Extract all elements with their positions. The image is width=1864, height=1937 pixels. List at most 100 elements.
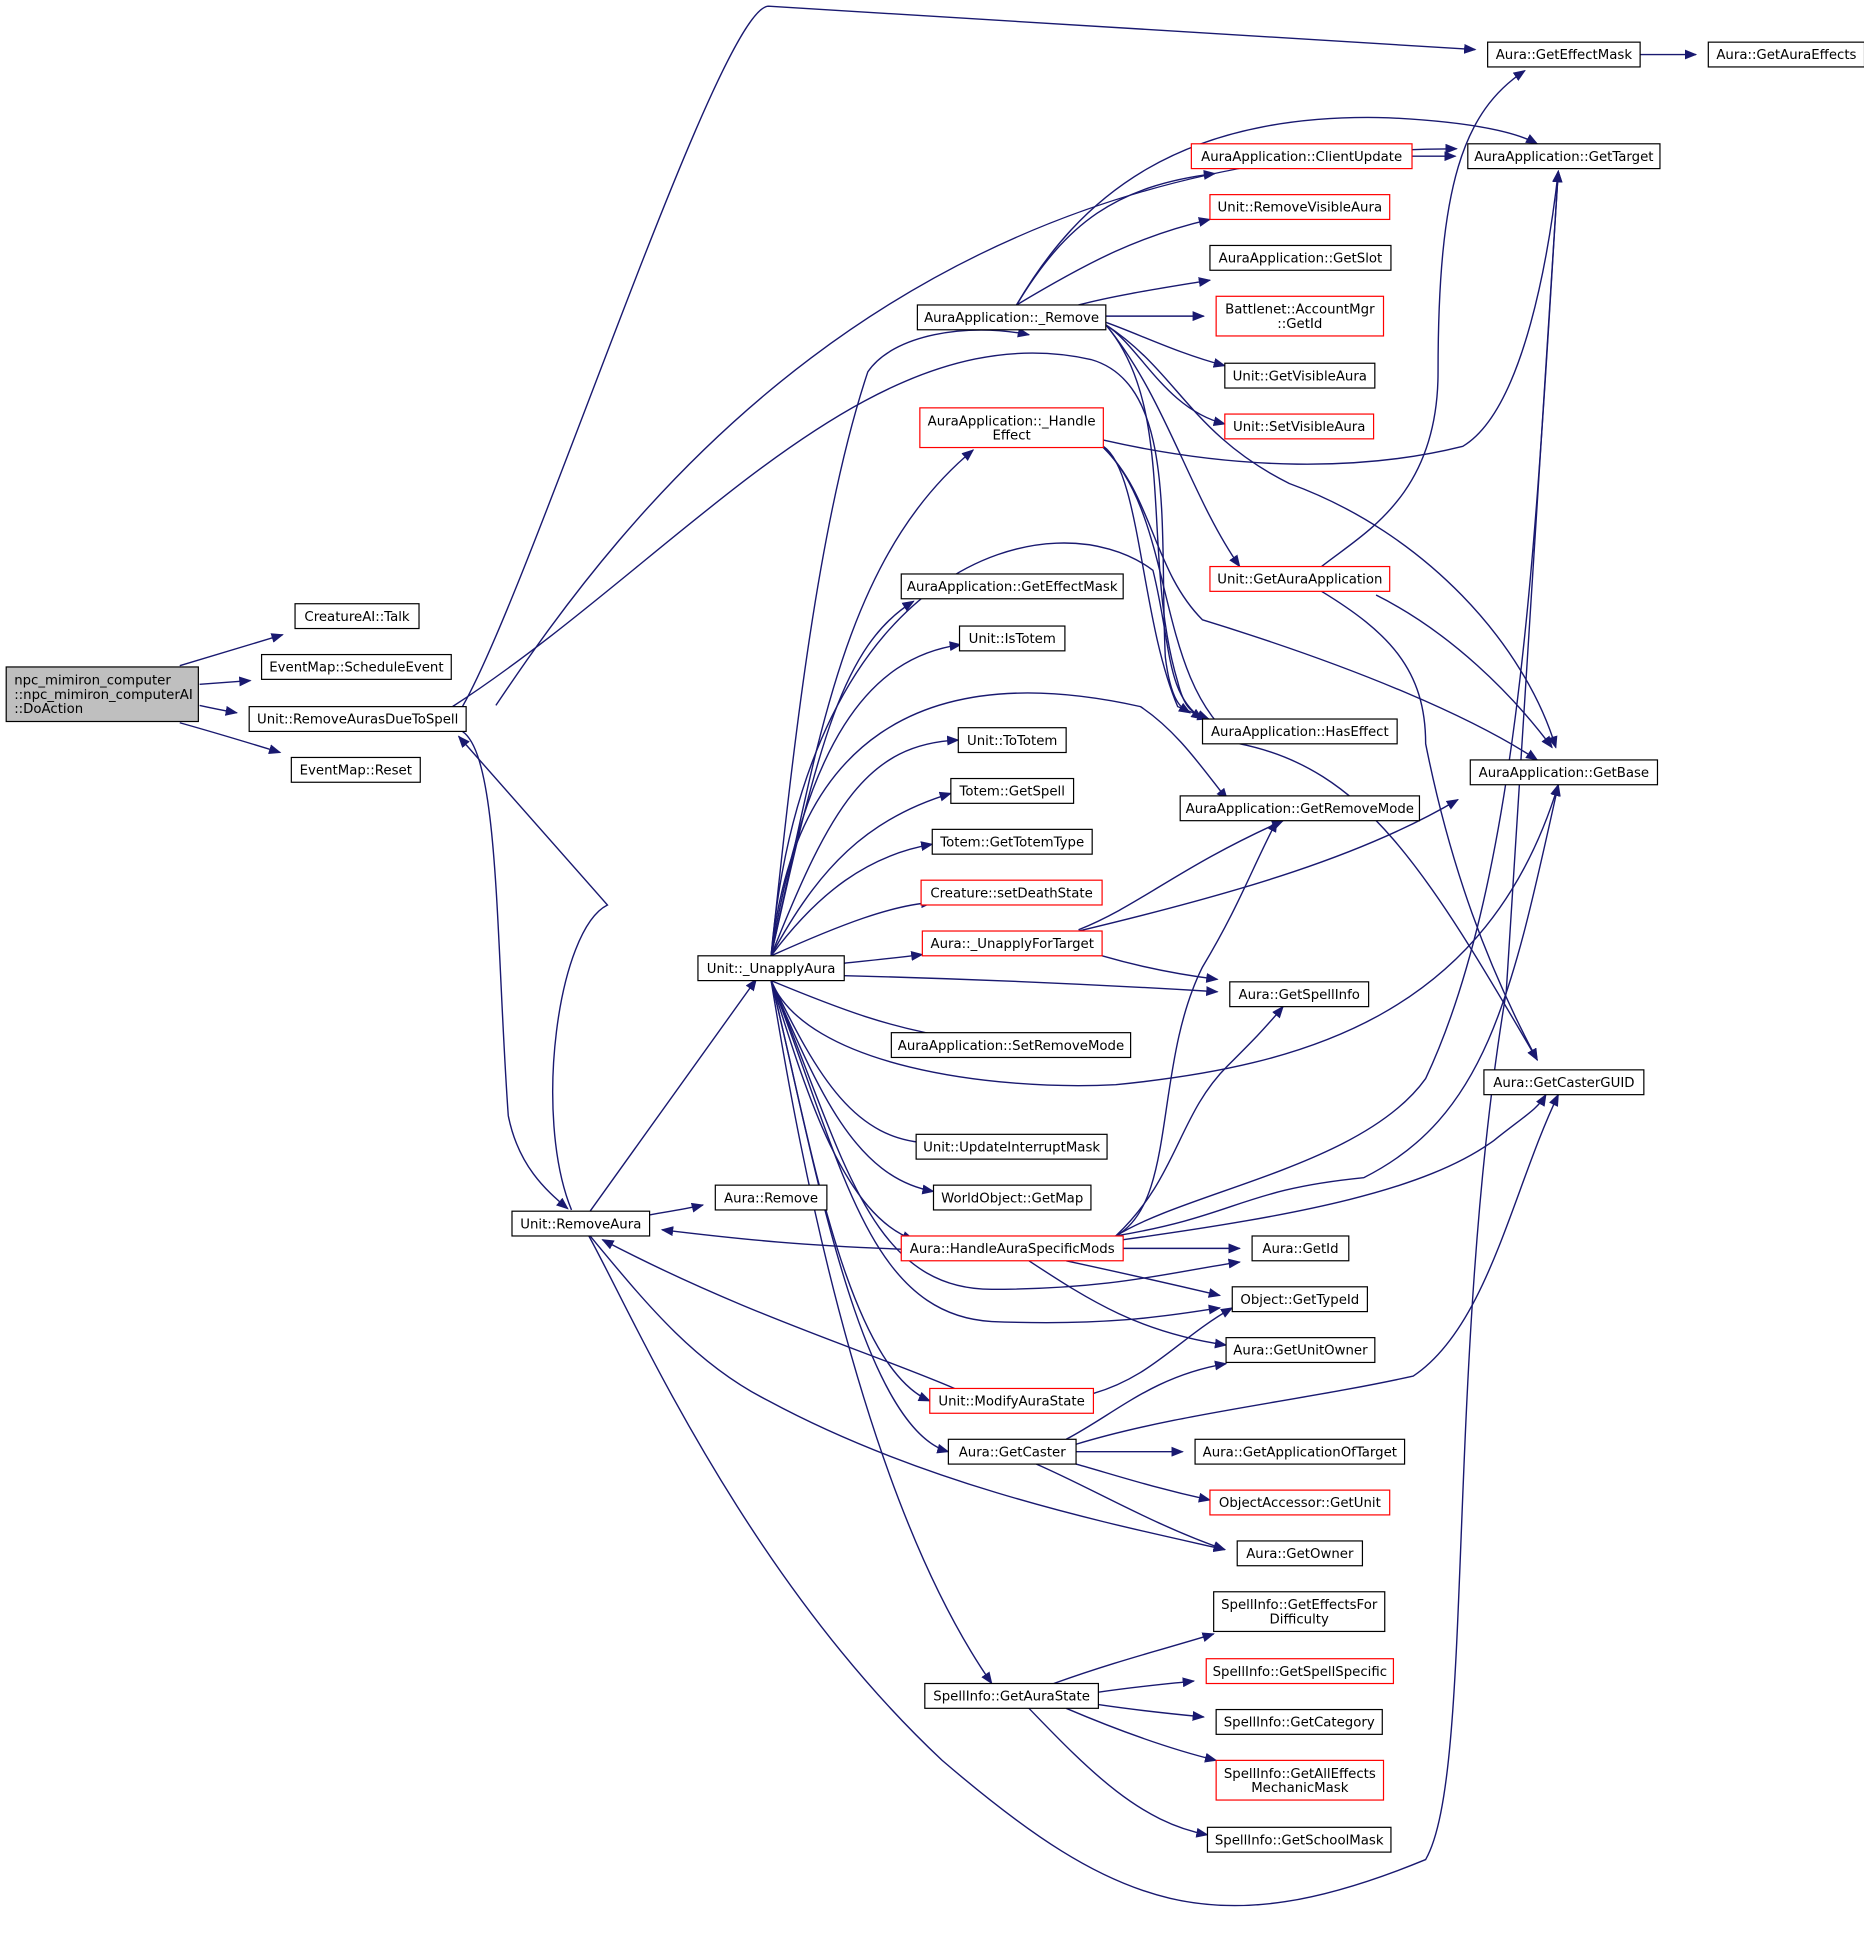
function-node-auragetid[interactable]: Aura::GetId — [1251, 1235, 1350, 1262]
call-edge-unapply-to-aa_haseff — [771, 543, 1204, 956]
function-node-getmap[interactable]: WorldObject::GetMap — [932, 1184, 1092, 1211]
call-edge-aa_remove-to-aa_base — [1106, 325, 1558, 749]
node-box — [890, 1032, 1132, 1059]
node-box — [1215, 295, 1385, 337]
call-edge-unapply-to-istotem — [771, 641, 962, 956]
function-node-tototem[interactable]: Unit::ToTotem — [957, 727, 1067, 754]
node-box — [5, 666, 199, 723]
node-box — [1483, 1069, 1645, 1096]
node-label: Aura::_UnapplyForTarget — [931, 937, 1094, 952]
function-node-getcaster[interactable]: Aura::GetCaster — [947, 1438, 1077, 1465]
function-node-castguid[interactable]: Aura::GetCasterGUID — [1483, 1069, 1645, 1096]
function-node-getappof[interactable]: Aura::GetApplicationOfTarget — [1194, 1438, 1406, 1465]
function-node-aa_setrm[interactable]: AuraApplication::SetRemoveMode — [890, 1032, 1132, 1059]
function-node-aa_gem[interactable]: AuraApplication::GetEffectMask — [900, 573, 1124, 600]
function-node-istotem[interactable]: Unit::IsTotem — [958, 625, 1066, 652]
function-node-setvis[interactable]: Unit::SetVisibleAura — [1224, 413, 1375, 440]
node-box — [1467, 143, 1661, 170]
function-node-getunitowner[interactable]: Aura::GetUnitOwner — [1225, 1337, 1376, 1364]
call-edge-hasm-to-aa_getrm — [1116, 819, 1277, 1236]
function-node-aa_clientupd[interactable]: AuraApplication::ClientUpdate — [1190, 143, 1413, 170]
call-edge-aa_remove-to-aa_clientupd — [1017, 170, 1217, 305]
function-node-modstate[interactable]: Unit::ModifyAuraState — [929, 1387, 1095, 1414]
call-edge-hasm-to-castguid — [1123, 1093, 1546, 1240]
function-node-unapply[interactable]: Unit::_UnapplyAura — [697, 955, 845, 982]
function-node-getspellspec[interactable]: SpellInfo::GetSpellSpecific — [1205, 1658, 1395, 1685]
call-edge-aa_remove-to-getauraapp — [1106, 325, 1241, 568]
function-node-aa_getrm[interactable]: AuraApplication::GetRemoveMode — [1179, 795, 1421, 822]
function-node-getschool[interactable]: SpellInfo::GetSchoolMask — [1206, 1826, 1392, 1853]
function-node-remvis[interactable]: Unit::RemoveVisibleAura — [1209, 194, 1391, 221]
node-label: Unit::ModifyAuraState — [938, 1395, 1084, 1410]
node-box — [920, 879, 1103, 906]
node-label: Aura::GetEffectMask — [1496, 48, 1633, 63]
function-node-hasm[interactable]: Aura::HandleAuraSpecificMods — [900, 1235, 1124, 1262]
function-node-auraremove[interactable]: Aura::Remove — [714, 1184, 828, 1211]
function-node-totem_spell[interactable]: Totem::GetSpell — [950, 777, 1075, 804]
call-edge-remaura-to-rads — [457, 735, 608, 1210]
node-box — [1201, 718, 1398, 745]
function-node-getaurastate[interactable]: SpellInfo::GetAuraState — [924, 1682, 1099, 1709]
node-box — [1469, 759, 1659, 786]
function-node-sched[interactable]: EventMap::ScheduleEvent — [260, 653, 452, 680]
node-label: AuraApplication::GetRemoveMode — [1186, 802, 1414, 817]
node-label: ::npc_mimiron_computerAI — [14, 688, 193, 703]
node-box — [1213, 1591, 1386, 1633]
call-edge-hasm-to-aa_target — [1116, 169, 1563, 1236]
function-node-root[interactable]: npc_mimiron_computer::npc_mimiron_comput… — [5, 666, 199, 723]
function-node-updint[interactable]: Unit::UpdateInterruptMask — [915, 1133, 1108, 1160]
function-node-aa_haseff[interactable]: AuraApplication::HasEffect — [1201, 718, 1398, 745]
call-edge-aa_remove-to-aa_slot — [1079, 277, 1212, 305]
function-node-aa_target[interactable]: AuraApplication::GetTarget — [1467, 143, 1661, 170]
node-label: CreatureAI::Talk — [304, 610, 410, 625]
function-node-setdeath[interactable]: Creature::setDeathState — [920, 879, 1103, 906]
function-node-totem_type[interactable]: Totem::GetTotemType — [931, 828, 1093, 855]
call-edge-getaurastate-to-getcategory — [1098, 1705, 1205, 1721]
node-label: AuraApplication::HasEffect — [1211, 725, 1389, 740]
node-label: AuraApplication::GetSlot — [1219, 252, 1383, 267]
node-box — [900, 573, 1124, 600]
node-label: Unit::SetVisibleAura — [1233, 420, 1365, 435]
function-node-reset[interactable]: EventMap::Reset — [290, 756, 421, 783]
function-node-gettypeid[interactable]: Object::GetTypeId — [1231, 1286, 1368, 1313]
function-node-getvis[interactable]: Unit::GetVisibleAura — [1224, 362, 1376, 389]
function-node-remaura[interactable]: Unit::RemoveAura — [511, 1210, 651, 1237]
function-node-getowner[interactable]: Aura::GetOwner — [1236, 1540, 1364, 1567]
function-node-getspellinfo[interactable]: Aura::GetSpellInfo — [1229, 981, 1370, 1008]
call-edge-unapply-to-unapplyfor — [844, 951, 924, 964]
function-node-aa_remove[interactable]: AuraApplication::_Remove — [916, 304, 1107, 331]
node-label: Creature::setDeathState — [930, 886, 1092, 901]
call-edges — [180, 6, 1698, 1905]
call-edge-aa_remove-to-getvis — [1106, 322, 1227, 368]
function-node-getcategory[interactable]: SpellInfo::GetCategory — [1215, 1708, 1383, 1735]
function-node-rads[interactable]: Unit::RemoveAurasDueToSpell — [248, 706, 467, 733]
call-edge-hasm-to-remaura — [660, 1226, 914, 1250]
node-box — [248, 706, 467, 733]
function-node-getauraapp[interactable]: Unit::GetAuraApplication — [1209, 565, 1391, 592]
call-edge-unapply-to-aa_base — [771, 783, 1560, 1086]
node-label: AuraApplication::_Handle — [928, 414, 1096, 429]
node-box — [915, 1133, 1108, 1160]
function-node-unapplyfor[interactable]: Aura::_UnapplyForTarget — [921, 930, 1103, 957]
node-box — [1707, 41, 1864, 68]
call-edge-remaura-to-auraremove — [650, 1202, 705, 1215]
function-node-oa_getunit[interactable]: ObjectAccessor::GetUnit — [1209, 1489, 1391, 1516]
call-edge-hasm-to-gettypeid — [1066, 1261, 1222, 1298]
function-node-aura_gem[interactable]: Aura::GetEffectMask — [1487, 41, 1641, 68]
node-label: Unit::GetAuraApplication — [1217, 573, 1382, 588]
node-label: MechanicMask — [1251, 1781, 1349, 1796]
node-box — [1179, 795, 1421, 822]
function-node-getauraeff[interactable]: Aura::GetAuraEffects — [1707, 41, 1864, 68]
function-node-aa_base[interactable]: AuraApplication::GetBase — [1469, 759, 1659, 786]
call-edge-unapplyfor-to-getspellinfo — [1102, 956, 1219, 983]
function-node-talk[interactable]: CreatureAI::Talk — [294, 603, 420, 630]
node-box — [1209, 244, 1392, 271]
node-label: Difficulty — [1270, 1612, 1329, 1627]
call-edge-rads-to-aura_gem — [462, 6, 1477, 706]
node-label: Aura::GetUnitOwner — [1233, 1344, 1368, 1359]
function-node-bnet[interactable]: Battlenet::AccountMgr::GetId — [1215, 295, 1385, 337]
function-node-aa_slot[interactable]: AuraApplication::GetSlot — [1209, 244, 1392, 271]
